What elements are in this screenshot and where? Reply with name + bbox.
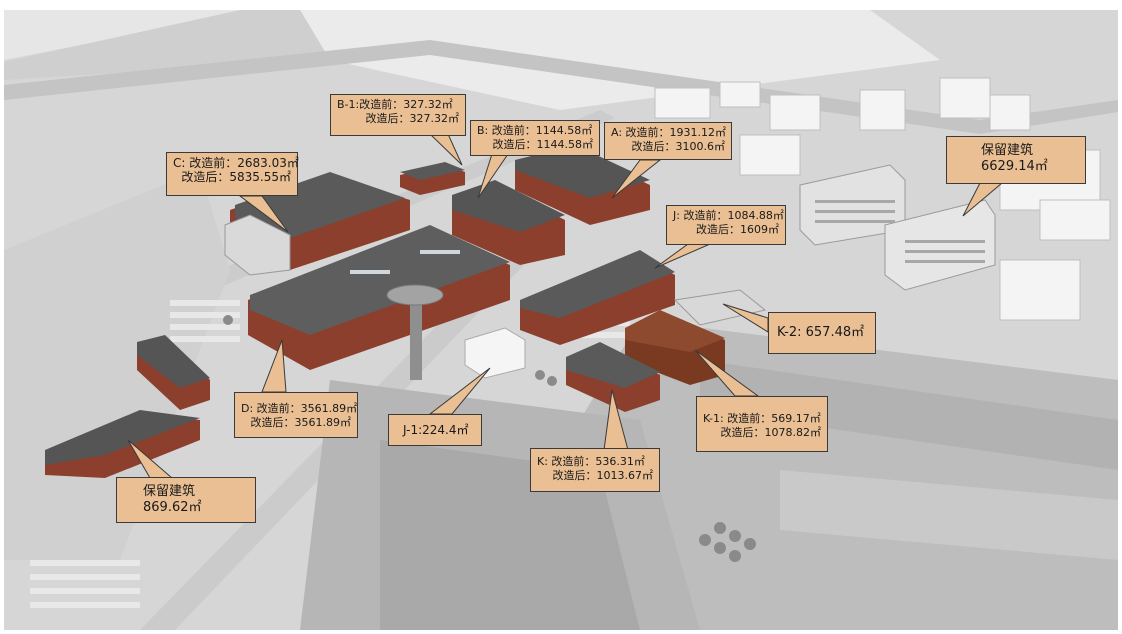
callout-j-before: J: 改造前：1084.88㎡ [673, 209, 784, 222]
callout-k-before: K: 改造前：536.31㎡ [537, 455, 645, 468]
callout-a-before: A: 改造前：1931.12㎡ [611, 126, 727, 139]
callout-c: C: 改造前：2683.03㎡ 改造后：5835.55㎡ [166, 152, 299, 196]
callout-b1: B-1:改造前：327.32㎡ 改造后：327.32㎡ [330, 94, 466, 136]
callout-b1-before: B-1:改造前：327.32㎡ [337, 98, 453, 111]
callout-k-after: 改造后：1013.67㎡ [552, 469, 654, 482]
callout-b: B: 改造前：1144.58㎡ 改造后：1144.58㎡ [470, 120, 600, 156]
callout-k1-before: K-1: 改造前：569.17㎡ [703, 412, 821, 425]
callout-keep-left: 保留建筑 869.62㎡ [116, 477, 256, 523]
callout-k1-after: 改造后：1078.82㎡ [720, 426, 822, 439]
callout-keep-right-area: 6629.14㎡ [981, 159, 1048, 174]
callout-j1-area: J-1:224.4㎡ [403, 423, 469, 437]
callout-b-before: B: 改造前：1144.58㎡ [477, 124, 593, 137]
callout-keep-left-label: 保留建筑 [143, 484, 196, 499]
callout-k1: K-1: 改造前：569.17㎡ 改造后：1078.82㎡ [696, 396, 828, 452]
callout-k2: K-2: 657.48㎡ [768, 312, 876, 354]
callout-b-after: 改造后：1144.58㎡ [492, 138, 594, 151]
callout-b1-after: 改造后：327.32㎡ [365, 112, 460, 125]
callout-k: K: 改造前：536.31㎡ 改造后：1013.67㎡ [530, 448, 660, 492]
callout-k2-area: K-2: 657.48㎡ [777, 325, 865, 340]
callout-d-after: 改造后：3561.89㎡ [250, 416, 352, 429]
callout-a-after: 改造后：3100.6㎡ [631, 140, 726, 153]
callout-keep-right-label: 保留建筑 [981, 143, 1034, 158]
pointer-a [611, 159, 662, 199]
callout-j1: J-1:224.4㎡ [388, 414, 482, 446]
callout-d-before: D: 改造前：3561.89㎡ [241, 402, 358, 415]
callout-keep-left-area: 869.62㎡ [143, 500, 202, 515]
callout-c-after: 改造后：5835.55㎡ [181, 170, 291, 184]
callout-a: A: 改造前：1931.12㎡ 改造后：3100.6㎡ [604, 122, 732, 160]
callout-c-before: C: 改造前：2683.03㎡ [173, 156, 299, 170]
callout-d: D: 改造前：3561.89㎡ 改造后：3561.89㎡ [234, 392, 358, 438]
callout-keep-right: 保留建筑 6629.14㎡ [946, 136, 1086, 184]
callout-j: J: 改造前：1084.88㎡ 改造后：1609㎡ [666, 205, 786, 245]
callout-j-after: 改造后：1609㎡ [696, 223, 779, 236]
pointer-c [238, 195, 289, 233]
